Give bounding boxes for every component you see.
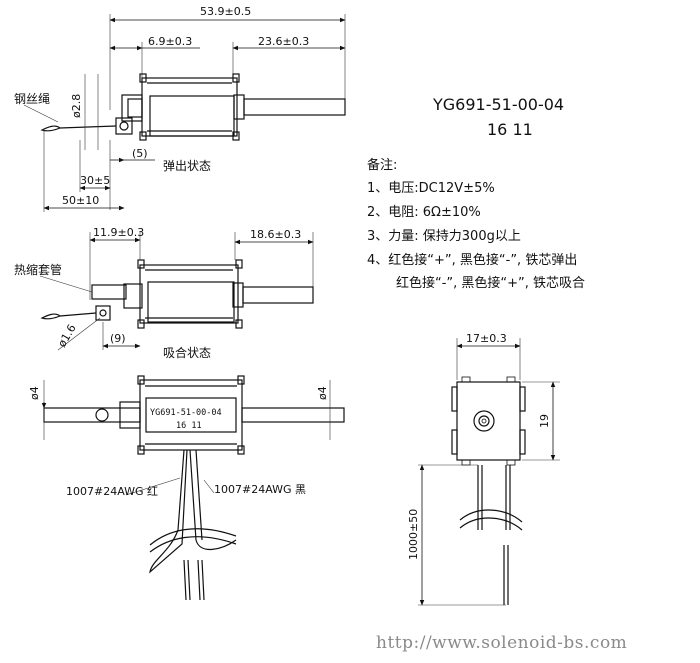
dim-d4-right: ø4: [316, 386, 329, 400]
note-3: 3、力量: 保持力300g以上: [367, 229, 521, 244]
body-code: YG691-51-00-04: [150, 408, 222, 418]
view-released: 53.9±0.5 6.9±0.3 23.6±0.3 钢丝绳 ø2.: [14, 5, 346, 212]
label-pulled: 吸合状态: [163, 345, 211, 360]
dim-30: 30±5: [80, 174, 110, 187]
wire-red-label: 1007#24AWG 红: [66, 485, 158, 498]
model-code: YG691-51-00-04: [432, 95, 564, 114]
dim-height: 19: [538, 414, 551, 428]
view-pulled: 11.9±0.3 18.6±0.3 热缩套管 ø1.6 (9) 吸合状态: [14, 226, 314, 360]
title-block: YG691-51-00-04 16 11: [432, 95, 564, 139]
dim-total: 53.9±0.5: [200, 5, 251, 18]
model-date: 16 11: [487, 120, 533, 139]
watermark-url: http://www.solenoid-bs.com: [376, 633, 627, 653]
dim-left-top: 6.9±0.3: [148, 35, 192, 48]
dim-dia-mid: ø1.6: [55, 322, 78, 349]
dim-right-top: 23.6±0.3: [258, 35, 309, 48]
dim-50: 50±10: [62, 194, 99, 207]
label-released: 弹出状态: [163, 159, 211, 173]
notes-heading: 备注:: [367, 157, 397, 173]
note-4b: 红色接“-”, 黑色接“+”, 铁芯吸合: [396, 275, 585, 291]
dim-d4-left: ø4: [28, 386, 41, 400]
view-end: 17±0.3 19 1000±50: [407, 332, 560, 606]
note-1: 1、电压:DC12V±5%: [367, 181, 495, 196]
dim-stroke-top: (5): [132, 147, 148, 160]
dim-lead: 1000±50: [407, 509, 420, 560]
notes-block: 备注: 1、电压:DC12V±5% 2、电阻: 6Ω±10% 3、力量: 保持力…: [367, 157, 585, 291]
dim-left-mid: 11.9±0.3: [93, 226, 144, 239]
dim-dia-top: ø2.8: [70, 94, 83, 118]
label-sleeve: 热缩套管: [14, 262, 62, 277]
dim-width: 17±0.3: [466, 332, 507, 345]
note-4: 4、红色接“+”, 黑色接“-”, 铁芯弹出: [367, 252, 577, 268]
label-wire: 钢丝绳: [14, 92, 50, 106]
view-side: YG691-51-00-04 16 11 ø4 ø4 1007#24AWG 红 …: [28, 375, 345, 601]
body-date: 16 11: [176, 421, 202, 431]
wire-black-label: 1007#24AWG 黑: [214, 483, 306, 496]
dim-stroke-mid: (9): [110, 332, 126, 345]
dim-right-mid: 18.6±0.3: [250, 228, 301, 241]
note-2: 2、电阻: 6Ω±10%: [367, 205, 481, 220]
